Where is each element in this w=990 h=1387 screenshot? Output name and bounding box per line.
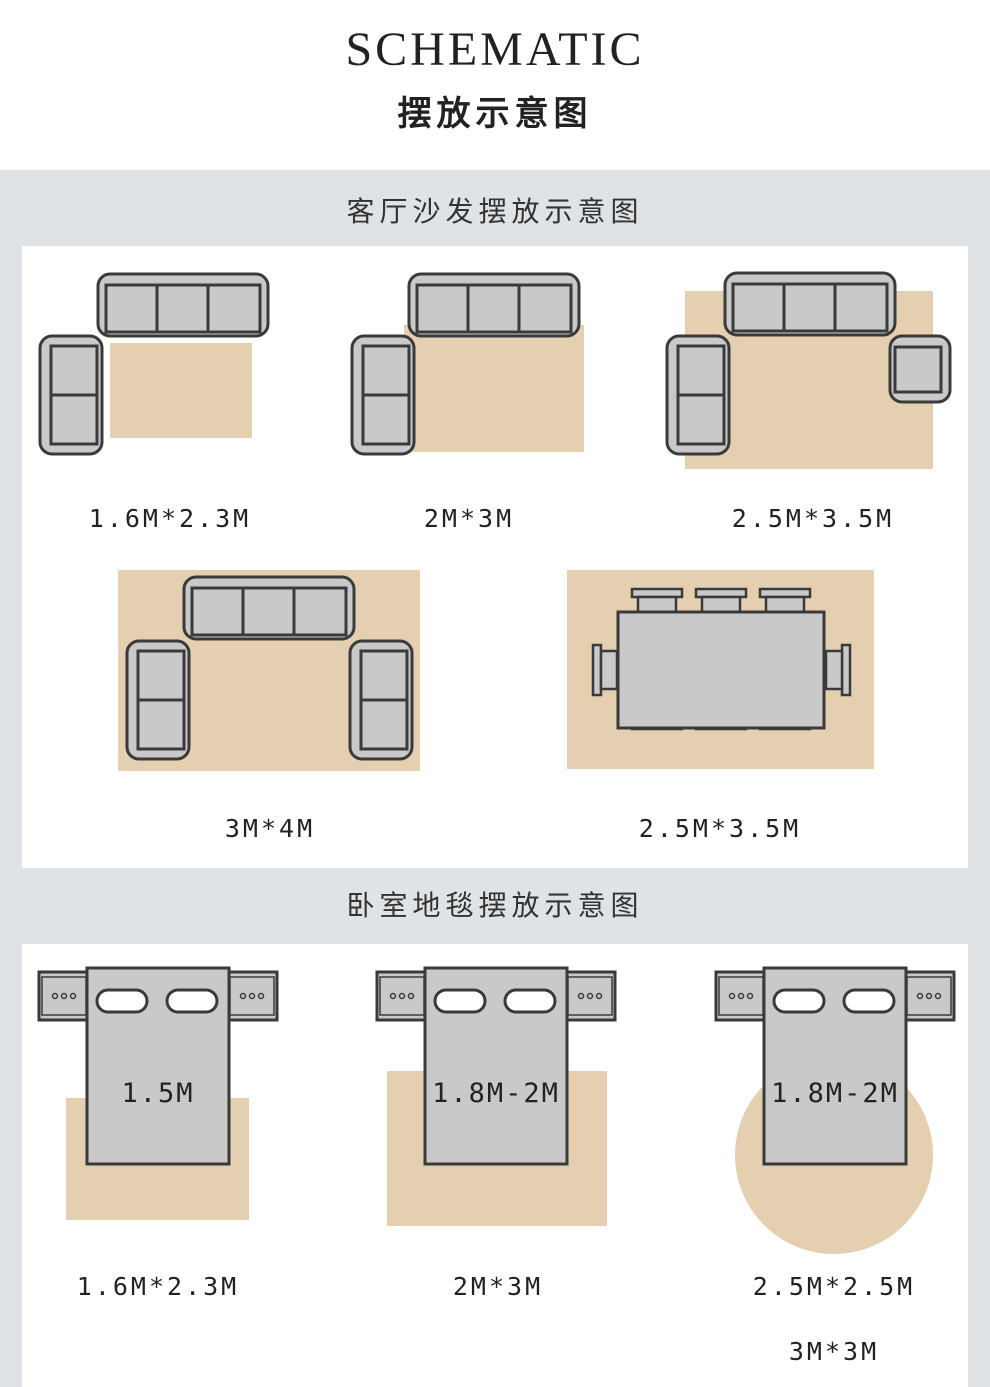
size-label: 1.6M*2.3M xyxy=(88,504,252,533)
bed-width-label: 1.8M-2M xyxy=(771,1078,899,1109)
size-label-alt: 3M*3M xyxy=(788,1337,880,1366)
size-label: 2M*3M xyxy=(452,1272,544,1301)
living-room-section-title: 客厅沙发摆放示意图 xyxy=(346,195,644,228)
two-seat-sofa-right xyxy=(348,639,414,761)
two-seat-sofa xyxy=(38,334,104,456)
dining-chair xyxy=(758,587,812,615)
dining-chair xyxy=(591,643,619,697)
living-layout-3 xyxy=(665,271,952,469)
three-seat-sofa xyxy=(723,271,897,337)
dining-chair xyxy=(694,587,748,615)
dining-chair xyxy=(630,587,684,615)
size-label: 2.5M*3.5M xyxy=(638,814,802,843)
armchair xyxy=(888,334,952,404)
size-label: 1.6M*2.3M xyxy=(76,1272,240,1301)
living-layout-5-dining xyxy=(567,570,874,769)
dining-chair xyxy=(824,643,852,697)
living-layout-1 xyxy=(38,272,270,456)
page-header: SCHEMATIC 摆放示意图 xyxy=(0,0,990,170)
rug xyxy=(110,343,252,438)
bedroom-layout-2 xyxy=(375,966,617,1226)
living-layout-4 xyxy=(118,570,420,771)
two-seat-sofa xyxy=(350,334,416,456)
size-label: 2.5M*3.5M xyxy=(731,504,895,533)
size-label: 3M*4M xyxy=(224,814,316,843)
rug xyxy=(404,325,584,452)
size-label: 2.5M*2.5M xyxy=(752,1272,916,1301)
bed-width-label: 1.5M xyxy=(121,1078,195,1109)
size-label: 2M*3M xyxy=(423,504,515,533)
dining-table xyxy=(616,610,826,730)
three-seat-sofa xyxy=(407,272,581,338)
title-english: SCHEMATIC xyxy=(345,23,645,76)
two-seat-sofa-left xyxy=(125,639,191,761)
bedroom-layout-1 xyxy=(37,966,279,1220)
three-seat-sofa xyxy=(96,272,270,338)
bed-width-label: 1.8M-2M xyxy=(432,1078,560,1109)
bedroom-section-title: 卧室地毯摆放示意图 xyxy=(346,889,644,922)
living-layout-2 xyxy=(350,272,584,456)
two-seat-sofa xyxy=(665,334,731,456)
bedroom-layout-3 xyxy=(714,966,956,1254)
three-seat-sofa xyxy=(182,575,356,641)
title-chinese: 摆放示意图 xyxy=(397,94,593,134)
